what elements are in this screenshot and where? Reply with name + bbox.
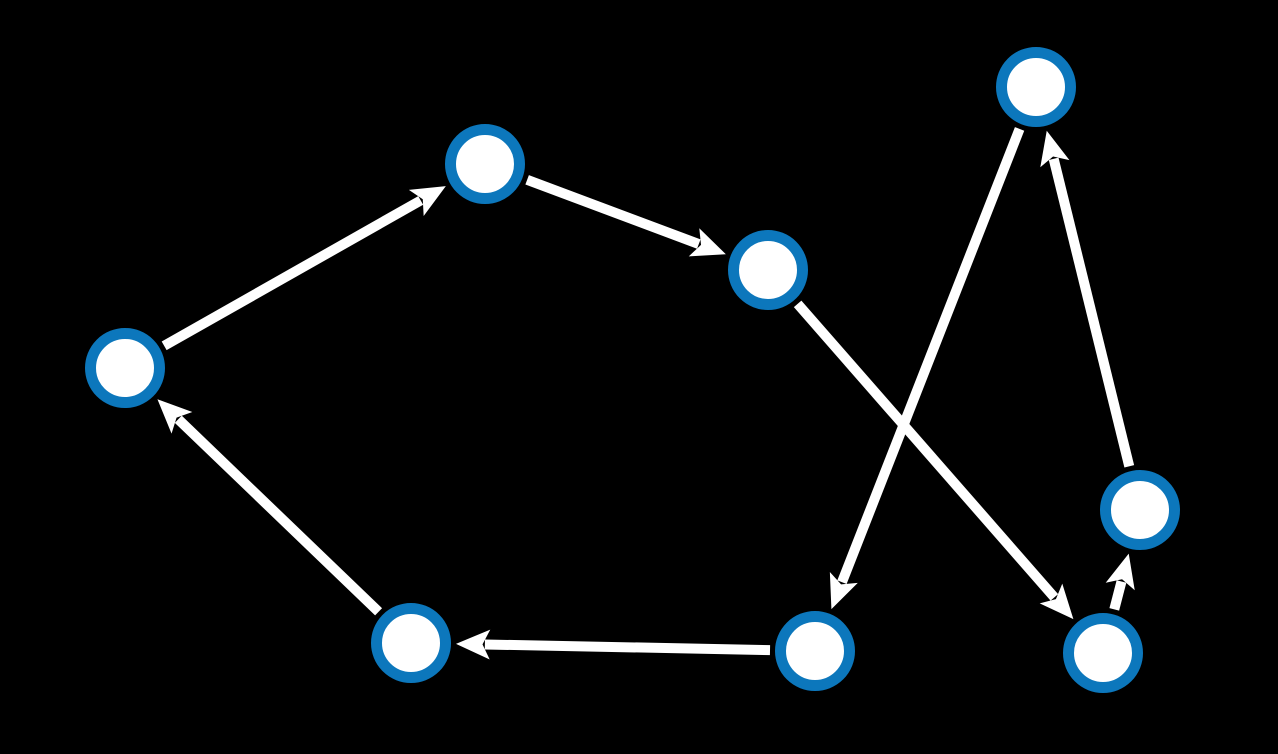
edge-arrowhead — [157, 399, 193, 434]
edge-arrowhead — [455, 629, 491, 660]
node-fill — [1105, 475, 1175, 545]
node-ring — [371, 603, 451, 683]
graph-edge[interactable] — [161, 186, 446, 351]
node-ring — [85, 328, 165, 408]
graph-node[interactable] — [1100, 470, 1180, 550]
node-fill — [450, 129, 520, 199]
graph-node[interactable] — [775, 611, 855, 691]
graph-edge[interactable] — [157, 399, 383, 616]
node-ring — [445, 124, 525, 204]
graph-node[interactable] — [728, 230, 808, 310]
node-fill — [780, 616, 850, 686]
node-fill — [733, 235, 803, 305]
node-fill — [90, 333, 160, 403]
node-ring — [775, 611, 855, 691]
node-layer — [85, 47, 1180, 693]
node-ring — [728, 230, 808, 310]
edge-line — [1109, 580, 1127, 611]
node-fill — [1001, 52, 1071, 122]
edge-line — [484, 639, 771, 656]
graph-edge[interactable] — [455, 629, 771, 660]
node-ring — [1063, 613, 1143, 693]
node-fill — [1068, 618, 1138, 688]
graph-node[interactable] — [371, 603, 451, 683]
node-fill — [376, 608, 446, 678]
edge-line — [174, 415, 383, 616]
edge-arrowhead — [1105, 553, 1135, 591]
edge-arrowhead — [1040, 130, 1070, 168]
edge-line — [161, 196, 424, 351]
edge-line — [793, 300, 1059, 601]
graph-edge[interactable] — [829, 127, 1025, 610]
graph-edge[interactable] — [1105, 553, 1135, 611]
edge-line — [1048, 157, 1135, 468]
edge-line — [837, 127, 1025, 585]
node-ring — [1100, 470, 1180, 550]
graph-node[interactable] — [996, 47, 1076, 127]
graph-edge[interactable] — [793, 300, 1074, 620]
edge-line — [525, 175, 701, 249]
edge-arrowhead — [1039, 583, 1074, 620]
graph-edge[interactable] — [525, 175, 726, 257]
graph-edge[interactable] — [1040, 130, 1135, 468]
graph-node[interactable] — [445, 124, 525, 204]
graph-node[interactable] — [1063, 613, 1143, 693]
edge-arrowhead — [829, 571, 858, 610]
edge-layer — [157, 127, 1135, 660]
graph-node[interactable] — [85, 328, 165, 408]
node-ring — [996, 47, 1076, 127]
edge-arrowhead — [688, 228, 726, 257]
edge-arrowhead — [408, 186, 446, 216]
